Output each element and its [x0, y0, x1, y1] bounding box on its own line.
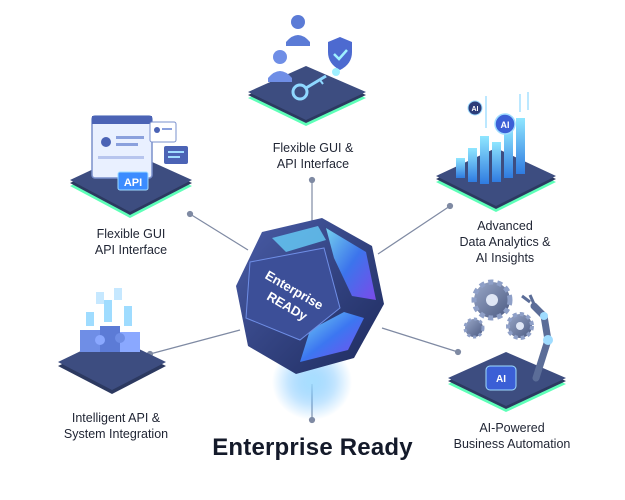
connector-lines	[146, 176, 462, 424]
user-shield-key-icon	[268, 15, 352, 101]
label-top-line-1: Flexible GUI &	[272, 141, 354, 155]
label-right-line-1: Advanced	[477, 219, 533, 233]
connector-bottom-right	[381, 327, 459, 353]
label-top: Flexible GUI & API Interface	[248, 140, 378, 172]
connector-left-dot	[186, 210, 194, 218]
connector-bottom-left	[149, 329, 241, 355]
label-bottom-right: AI-Powered Business Automation	[440, 420, 584, 452]
label-right-line-3: AI Insights	[475, 251, 535, 265]
label-left-line-1: Flexible GUI	[96, 227, 166, 241]
robot-arm-gears-icon: AI	[463, 279, 553, 391]
label-left-line-2: API Interface	[94, 243, 168, 257]
ai-chart-icon-text: AI	[501, 120, 510, 130]
hub-window-bottom	[300, 312, 364, 362]
label-bottom-left-line-2: System Integration	[63, 427, 169, 441]
hub-front-face	[245, 247, 341, 341]
node-left: API	[70, 115, 192, 218]
hub-window-right	[326, 228, 376, 300]
label-bottom-left-line-1: Intelligent API &	[71, 411, 161, 425]
page-title: Enterprise Ready	[212, 434, 413, 461]
connector-left	[189, 213, 249, 251]
ai-chart-small-icon-text: AI	[472, 106, 479, 113]
ai-automation-icon-text: AI	[496, 374, 506, 385]
connector-bottom-right-dot	[454, 348, 462, 356]
node-bottom-left	[58, 288, 166, 394]
label-top-line-2: API Interface	[276, 157, 350, 171]
ai-analytics-chart-icon: AI AI	[456, 92, 529, 184]
hub-window-top	[272, 226, 326, 252]
label-bottom-right-line-2: Business Automation	[453, 437, 571, 451]
label-right: Advanced Data Analytics & AI Insights	[440, 218, 570, 266]
connector-top-dot	[308, 176, 316, 184]
hub: Enterprise READy	[236, 218, 384, 420]
puzzle-integration-icon	[80, 288, 140, 352]
node-top	[248, 15, 366, 126]
node-right: AI AI	[436, 92, 556, 212]
label-bottom-right-line-1: AI-Powered	[479, 421, 545, 435]
label-right-line-2: Data Analytics &	[459, 235, 551, 249]
node-bottom-right: AI	[448, 279, 566, 412]
label-left: Flexible GUI API Interface	[76, 226, 186, 258]
label-bottom-left: Intelligent API & System Integration	[46, 410, 186, 442]
api-dashboard-icon: API	[91, 115, 188, 191]
connector-right-dot	[446, 202, 454, 210]
connector-right	[377, 205, 451, 255]
api-icon-text: API	[124, 177, 142, 189]
